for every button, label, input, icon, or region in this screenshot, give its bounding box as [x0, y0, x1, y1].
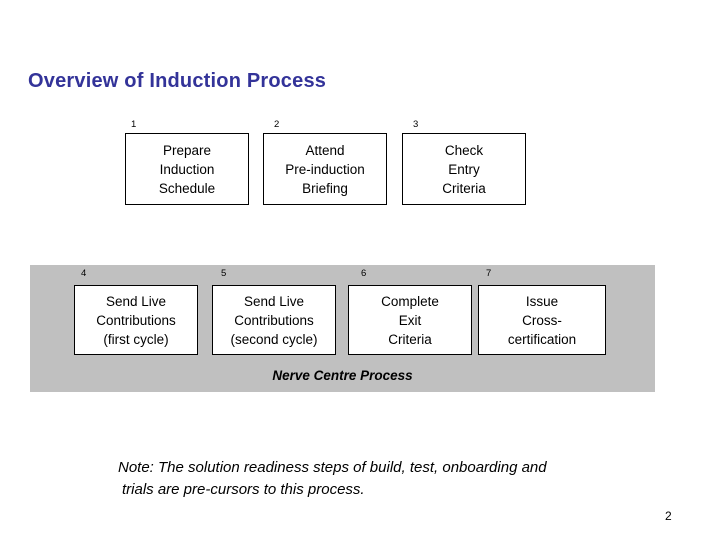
step-label-line: Check: [444, 142, 484, 158]
step-box-prepare-induction-schedule[interactable]: Prepare Induction Schedule: [125, 133, 249, 205]
step-box-send-live-contributions-first-cycle[interactable]: Send Live Contributions (first cycle): [74, 285, 198, 355]
step-number-2: 2: [274, 119, 280, 130]
step-label-line: (second cycle): [230, 331, 318, 347]
step-label-line: Criteria: [388, 331, 432, 347]
page-title: Overview of Induction Process: [28, 70, 327, 92]
step-box-send-live-contributions-second-cycle[interactable]: Send Live Contributions (second cycle): [212, 285, 336, 355]
step-label-line: Cross-: [522, 312, 562, 328]
step-label-line: Send Live: [243, 293, 305, 309]
step-label-line: Complete: [381, 293, 439, 309]
step-label-line: Briefing: [302, 180, 348, 196]
step-label-line: Schedule: [158, 180, 216, 196]
note-text: Note: The solution readiness steps of bu…: [118, 457, 658, 501]
band-label: Nerve Centre Process: [272, 368, 413, 383]
note-line-1: Note: The solution readiness steps of bu…: [118, 459, 547, 476]
step-number-4: 4: [81, 268, 87, 279]
step-label-line: Attend: [305, 142, 345, 158]
page-number: 2: [665, 509, 672, 523]
step-box-issue-cross-certification[interactable]: Issue Cross- certification: [478, 285, 606, 355]
note-line-2: trials are pre-cursors to this process.: [122, 481, 365, 498]
step-box-complete-exit-criteria[interactable]: Complete Exit Criteria: [348, 285, 472, 355]
step-number-3: 3: [413, 119, 419, 130]
step-label-line: Prepare: [162, 142, 212, 158]
step-number-1: 1: [131, 119, 137, 130]
step-number-6: 6: [361, 268, 367, 279]
step-label-line: Send Live: [105, 293, 167, 309]
step-label-line: Criteria: [442, 180, 486, 196]
step-label-line: Induction: [159, 161, 215, 177]
step-number-7: 7: [486, 268, 492, 279]
step-box-attend-pre-induction-briefing[interactable]: Attend Pre-induction Briefing: [263, 133, 387, 205]
step-label-line: Entry: [448, 161, 480, 177]
step-label-line: Pre-induction: [285, 161, 365, 177]
step-label-line: certification: [507, 331, 577, 347]
step-label-line: Contributions: [234, 312, 314, 328]
step-number-5: 5: [221, 268, 227, 279]
step-label-line: (first cycle): [103, 331, 169, 347]
step-label-line: Contributions: [96, 312, 176, 328]
step-label-line: Issue: [525, 293, 559, 309]
step-box-check-entry-criteria[interactable]: Check Entry Criteria: [402, 133, 526, 205]
step-label-line: Exit: [398, 312, 422, 328]
